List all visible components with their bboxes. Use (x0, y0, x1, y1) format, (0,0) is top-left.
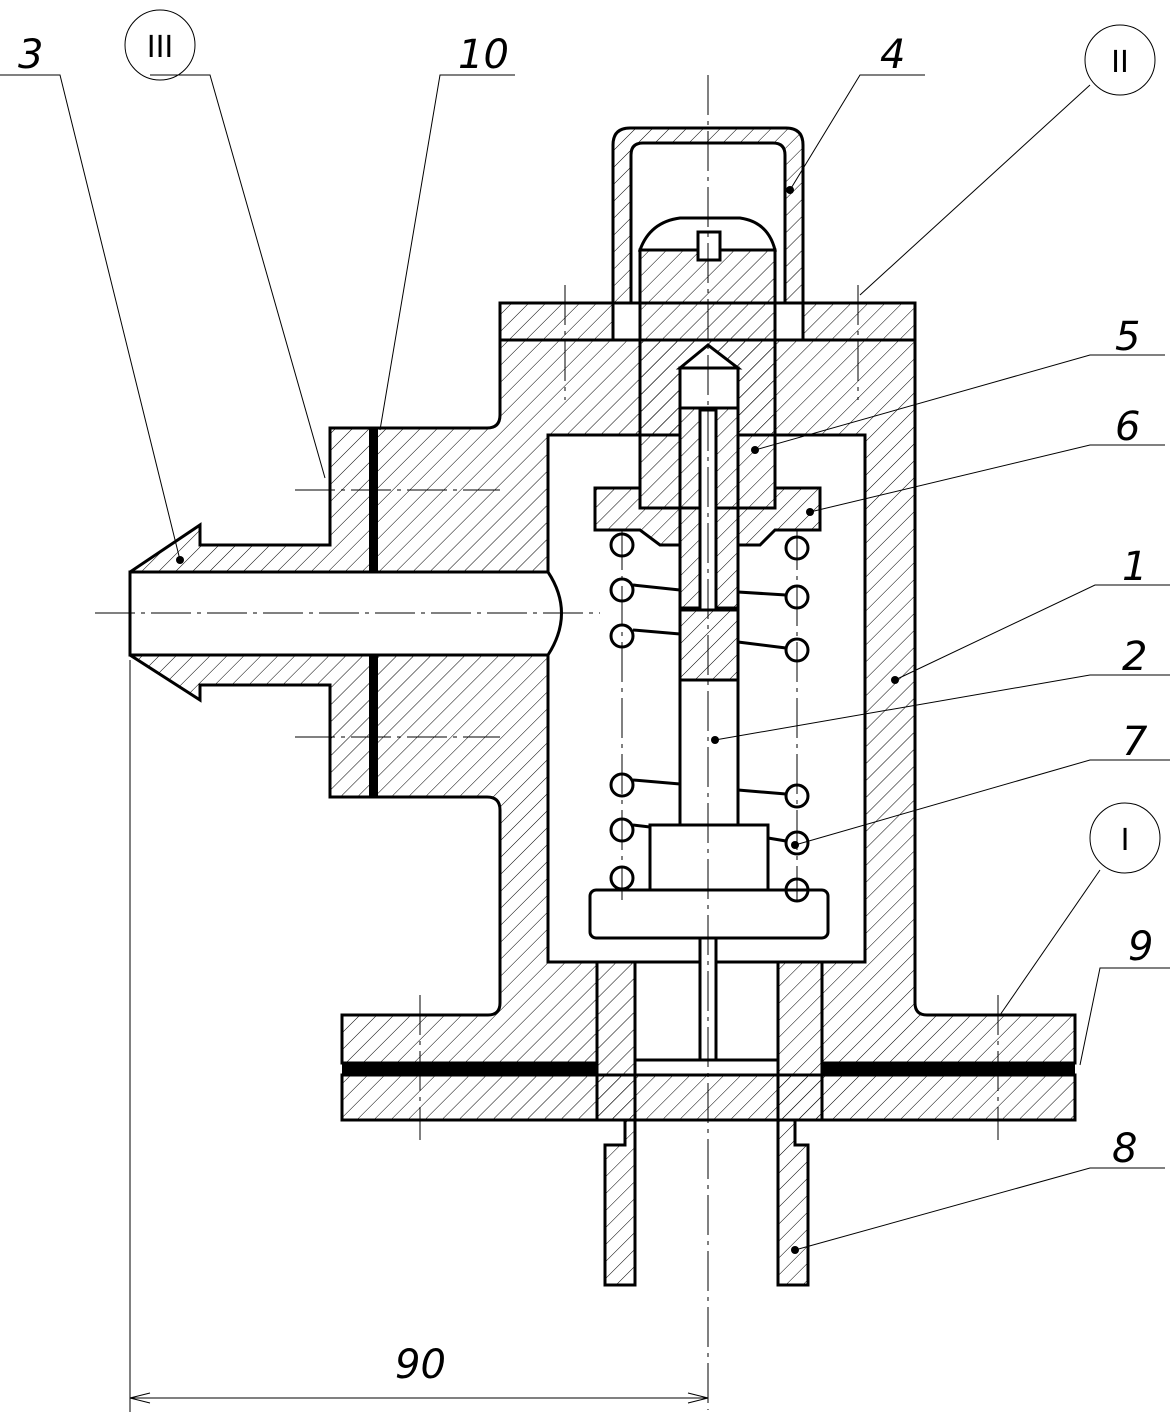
svg-text:I: I (1121, 823, 1130, 858)
gasket-10-bottom (369, 655, 378, 797)
position-9: 9 (1128, 924, 1153, 970)
centre-lines (95, 75, 999, 1410)
position-7: 7 (1122, 719, 1148, 765)
position-2: 2 (1122, 634, 1147, 680)
cap-part-4 (611, 126, 805, 305)
leader-dots (176, 186, 899, 1254)
detail-callout-II: II (1084, 24, 1156, 96)
position-5: 5 (1115, 314, 1140, 360)
position-6: 6 (1115, 404, 1140, 450)
position-3: 3 (18, 32, 43, 78)
position-1: 1 (1122, 544, 1147, 590)
gasket-10-top (369, 428, 378, 572)
outlet-pipe-part-8 (595, 960, 824, 1287)
detail-callout-I: I (1089, 802, 1161, 874)
gasket-9-left (342, 1063, 597, 1075)
position-10: 10 (458, 32, 509, 78)
svg-text:III: III (147, 30, 174, 65)
position-8: 8 (1112, 1126, 1137, 1172)
dimension-label: 90 (395, 1342, 446, 1388)
detail-callout-III: III (124, 9, 196, 81)
gasket-9-right (822, 1063, 1075, 1075)
dimension-90: 90 (129, 660, 709, 1412)
leaders (0, 74, 1170, 1251)
position-4: 4 (880, 32, 905, 78)
svg-text:II: II (1111, 45, 1129, 80)
